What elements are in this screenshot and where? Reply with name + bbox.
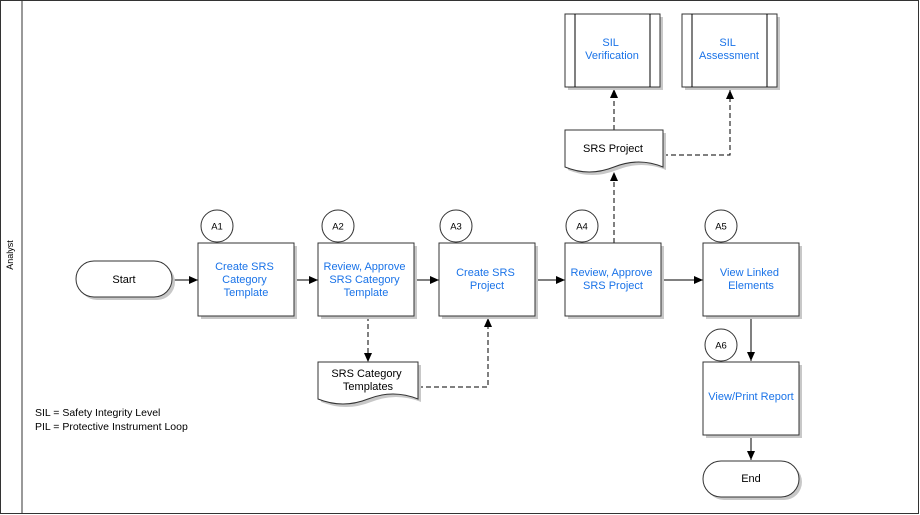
- svg-text:Review, Approve SRS Proj: Review, Approve SRS Project: [571, 267, 656, 292]
- svg-text:Create SRS Project: Create SRS Project: [456, 267, 518, 292]
- step-a2-badge: A2: [332, 222, 344, 233]
- subprocess-verification-line-2: Verification: [585, 50, 639, 62]
- step-a2-line-2: SRS Category: [329, 274, 400, 286]
- end-terminal[interactable]: End: [702, 460, 802, 500]
- step-a5-line-2: Elements: [728, 280, 774, 292]
- subprocess-assessment-line-2: Assessment: [699, 50, 759, 62]
- step-a5-view-linked-elements[interactable]: View Linked Elements A5: [702, 209, 802, 319]
- step-a4-badge: A4: [576, 222, 588, 233]
- step-a4-line-2: SRS Project: [583, 280, 643, 292]
- document-templates-line-2: Templates: [343, 381, 394, 393]
- legend: SIL = Safety Integrity Level PIL = Prote…: [35, 407, 188, 433]
- svg-text:Create SRS Category: Create SRS Category Template: [215, 261, 277, 299]
- subprocess-verification-line-1: SIL: [602, 37, 618, 49]
- svg-text:View Linked Elements: View Linked Elements: [720, 267, 782, 292]
- document-srs-category-templates[interactable]: SRS Category Templates: [317, 361, 421, 407]
- connector-templates-a3: [418, 318, 492, 388]
- step-a1-badge: A1: [211, 222, 223, 233]
- legend-sil: SIL = Safety Integrity Level: [35, 407, 160, 419]
- connector-srs-project-assessment: [663, 90, 734, 156]
- step-a2-review-approve-srs-category-template[interactable]: Review, Approve SRS Category Template A2: [317, 209, 417, 319]
- swimlane-label: Analyst: [5, 240, 15, 270]
- subprocess-assessment-line-1: SIL: [719, 37, 735, 49]
- step-a4-line-1: Review, Approve: [571, 267, 653, 279]
- step-a2-line-3: Template: [344, 287, 389, 299]
- step-a5-badge: A5: [715, 222, 727, 233]
- svg-text:SRS Category Templates: SRS Category Templates: [331, 368, 404, 393]
- connectors: [173, 89, 755, 460]
- step-a2-line-1: Review, Approve: [324, 261, 406, 273]
- step-a1-line-1: Create SRS: [215, 261, 274, 273]
- svg-text:View/Print Report: View/Print Report: [708, 391, 793, 403]
- step-a6-line-1: View/Print Report: [708, 391, 793, 403]
- step-a6-view-print-report[interactable]: View/Print Report A6: [702, 328, 802, 438]
- step-a3-create-srs-project[interactable]: Create SRS Project A3: [438, 209, 538, 319]
- step-a1-line-3: Template: [224, 287, 269, 299]
- document-srs-project[interactable]: SRS Project: [564, 129, 666, 175]
- subprocess-sil-verification[interactable]: SIL Verification: [564, 13, 663, 90]
- start-label: Start: [112, 274, 135, 286]
- svg-text:Review, Approve SRS Cate: Review, Approve SRS Category Template: [324, 261, 409, 299]
- end-label: End: [741, 473, 761, 485]
- step-a1-line-2: Category: [222, 274, 267, 286]
- subprocess-sil-assessment[interactable]: SIL Assessment: [681, 13, 780, 90]
- step-a1-create-srs-category-template[interactable]: Create SRS Category Template A1: [197, 209, 297, 319]
- step-a3-line-1: Create SRS: [456, 267, 515, 279]
- document-templates-line-1: SRS Category: [331, 368, 402, 380]
- svg-text:SIL Verification: SIL Verification: [585, 37, 639, 62]
- step-a3-line-2: Project: [470, 280, 504, 292]
- document-srs-project-label: SRS Project: [583, 143, 643, 155]
- start-terminal[interactable]: Start: [75, 260, 175, 300]
- svg-text:SIL Assessment: SIL Assessment: [699, 37, 759, 62]
- step-a6-badge: A6: [715, 341, 727, 352]
- step-a4-review-approve-srs-project[interactable]: Review, Approve SRS Project A4: [564, 209, 664, 319]
- legend-pil: PIL = Protective Instrument Loop: [35, 421, 188, 433]
- step-a3-badge: A3: [450, 222, 462, 233]
- step-a5-line-1: View Linked: [720, 267, 779, 279]
